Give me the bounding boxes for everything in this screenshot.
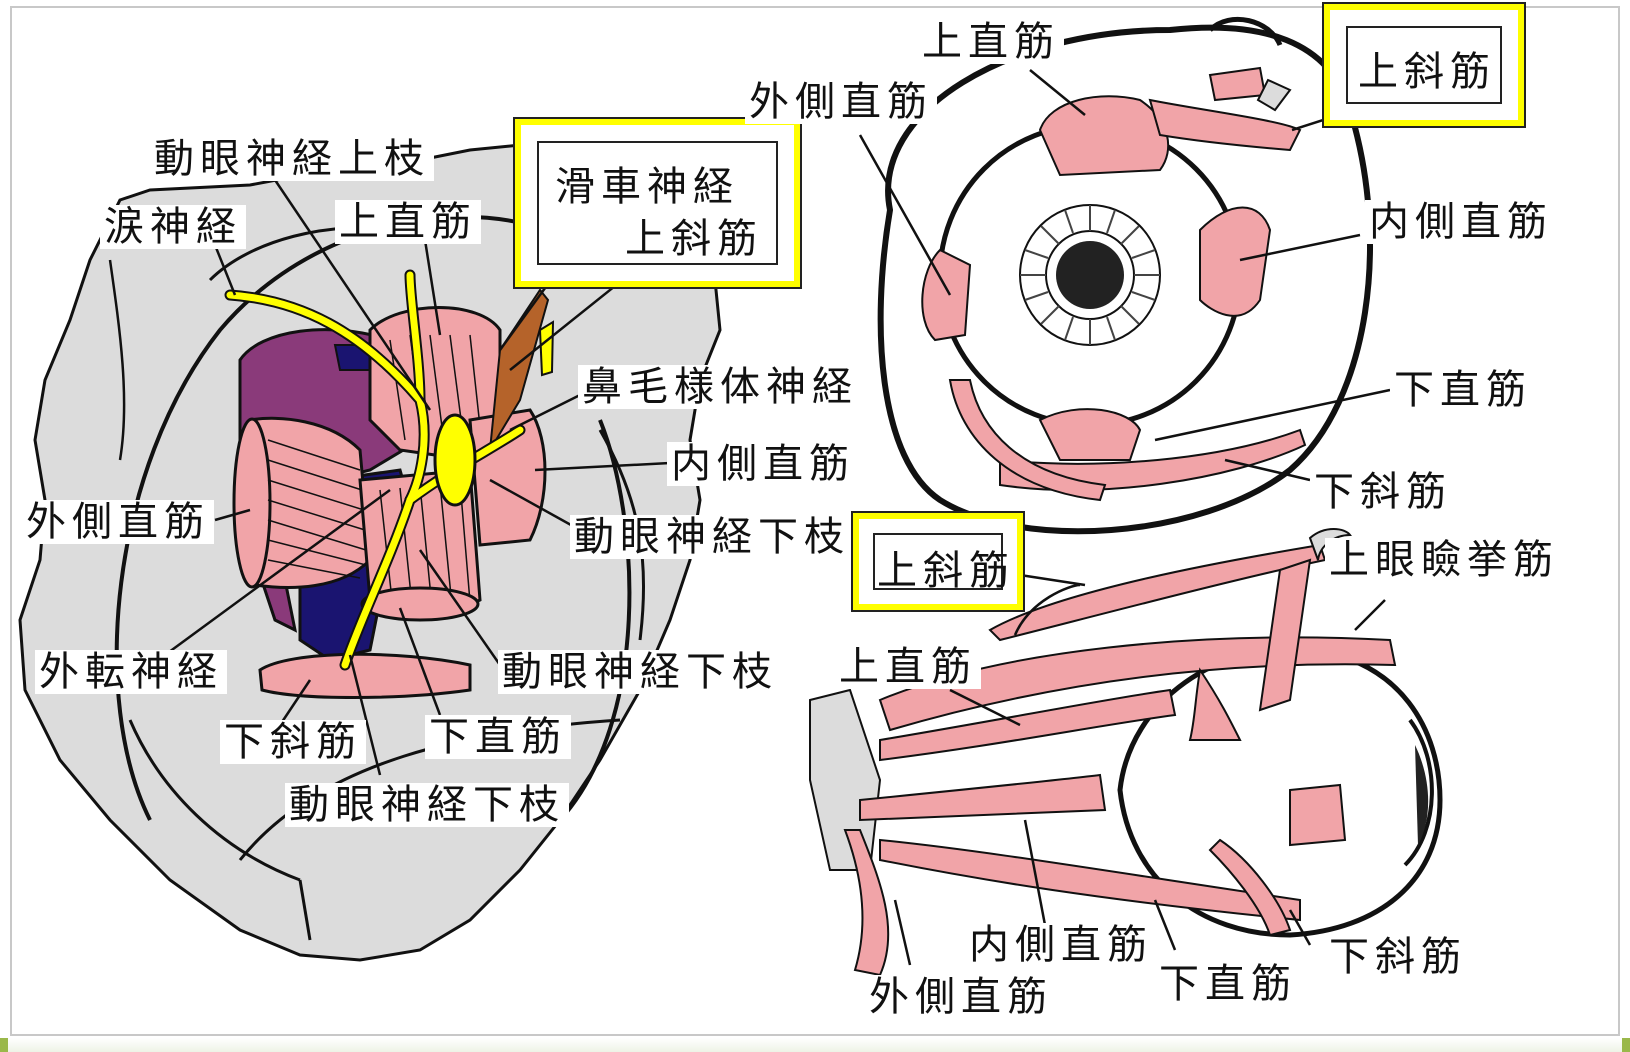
highlight-box-superior-oblique-top: 上斜筋 [1323, 3, 1525, 127]
label-superior-oblique-top: 上斜筋 [1354, 50, 1500, 94]
label-inferior-oblique-left: 下斜筋 [220, 720, 366, 764]
label-lacrimal-nerve: 涙神経 [100, 205, 246, 249]
label-inferior-rectus-top: 下直筋 [1390, 368, 1536, 412]
highlight-box-superior-oblique-bottom: 上斜筋 [852, 512, 1024, 611]
label-trochlear-nerve: 滑車神経 [551, 165, 743, 209]
label-oculomotor-inferior-branch-2: 動眼神経下枝 [498, 650, 782, 694]
label-lateral-rectus-bottom: 外側直筋 [865, 975, 1057, 1019]
label-oculomotor-inferior-branch-3: 動眼神経下枝 [285, 783, 569, 827]
label-medial-rectus-top: 内側直筋 [1365, 200, 1557, 244]
label-inferior-oblique-top: 下斜筋 [1310, 470, 1456, 514]
label-lateral-rectus-left: 外側直筋 [22, 500, 214, 544]
label-superior-oblique-bottom: 上斜筋 [873, 549, 1019, 593]
highlight-box-trochlear: 滑車神経 上斜筋 [514, 118, 801, 288]
label-superior-oblique-left: 上斜筋 [621, 217, 767, 261]
bottom-strip [0, 1038, 1630, 1052]
label-inferior-rectus-bottom: 下直筋 [1155, 962, 1301, 1006]
label-levator: 上眼瞼挙筋 [1325, 538, 1563, 582]
label-medial-rectus-left: 内側直筋 [667, 442, 859, 486]
label-inferior-oblique-bottom: 下斜筋 [1325, 935, 1471, 979]
label-lateral-rectus-top: 外側直筋 [745, 80, 937, 124]
label-abducens-nerve: 外転神経 [35, 650, 227, 694]
top-right-eye-figure [860, 19, 1390, 531]
label-nasociliary-nerve: 鼻毛様体神経 [578, 365, 862, 409]
label-oculomotor-superior-branch: 動眼神経上枝 [150, 137, 434, 181]
label-medial-rectus-bottom: 内側直筋 [965, 923, 1157, 967]
label-superior-rectus-bottom: 上直筋 [835, 645, 981, 689]
label-superior-rectus-left: 上直筋 [335, 200, 481, 244]
bottom-accent-left [0, 1038, 8, 1052]
bottom-accent-right [1622, 1038, 1630, 1052]
label-inferior-rectus-left: 下直筋 [425, 715, 571, 759]
label-superior-rectus-top: 上直筋 [918, 20, 1064, 64]
label-oculomotor-inferior-branch-1: 動眼神経下枝 [570, 515, 854, 559]
